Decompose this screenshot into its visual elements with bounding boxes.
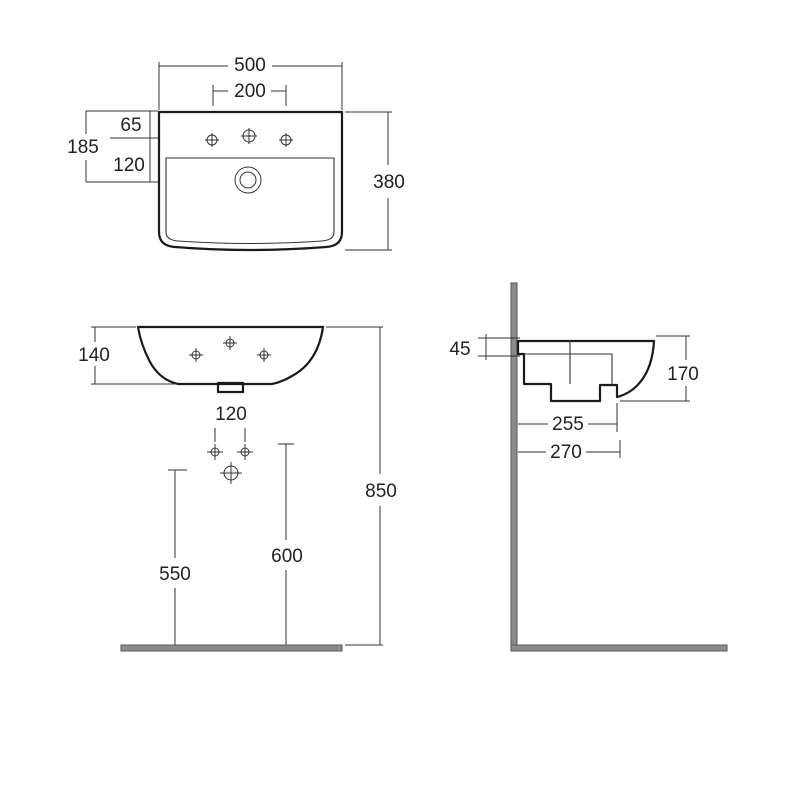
- label-bowl-height: 140: [78, 345, 110, 366]
- label-tap-spacing: 200: [234, 81, 266, 102]
- dim-bowl-depth: [620, 335, 690, 402]
- label-rim-height: 850: [365, 481, 397, 502]
- supply-point-right: [237, 444, 253, 460]
- label-bowl-depth: 170: [667, 364, 699, 385]
- waste-spigot-front: [216, 381, 245, 394]
- basin-outline-front: [136, 325, 325, 386]
- label-projection-a: 255: [552, 414, 584, 435]
- basin-inner-profile-side: [524, 340, 613, 385]
- label-projection-b: 270: [550, 442, 582, 463]
- dim-left-stack: [85, 110, 158, 183]
- floor-side: [510, 644, 728, 652]
- front-tap-hole-left: [189, 348, 203, 362]
- label-rim-thickness: 45: [449, 339, 470, 360]
- dim-projection-b: [518, 440, 621, 458]
- dim-overall-depth: [345, 111, 392, 251]
- label-waste-height-a: 550: [159, 564, 191, 585]
- floor-front: [120, 644, 343, 652]
- dim-rim-thickness: [478, 334, 520, 360]
- basin-bowl-top: [165, 157, 335, 245]
- dim-overall-width: [158, 62, 343, 110]
- waste-outlet-top: [234, 166, 262, 194]
- tap-hole-left: [205, 133, 219, 147]
- dim-bowl-height: [91, 326, 176, 385]
- dim-supply-spacing: [214, 428, 246, 442]
- label-tap-to-edge: 65: [120, 115, 141, 136]
- supply-point-left: [207, 444, 223, 460]
- basin-profile-side: [516, 339, 656, 403]
- waste-point: [220, 462, 242, 484]
- front-tap-hole-right: [257, 348, 271, 362]
- dim-waste-height-b: [278, 443, 294, 645]
- tap-hole-center: [241, 128, 257, 144]
- side-view: 45 170 255 270: [449, 282, 728, 652]
- basin-outline-top: [157, 110, 344, 252]
- tap-hole-right: [279, 133, 293, 147]
- dim-projection-a: [518, 403, 618, 432]
- front-tap-hole-center: [223, 336, 237, 350]
- dim-tap-spacing: [212, 85, 287, 106]
- label-front-to-waste: 185: [67, 137, 99, 158]
- label-waste-height-b: 600: [271, 546, 303, 567]
- top-view: 500 200 65 185 120 380: [67, 55, 405, 252]
- label-waste-to-front: 120: [113, 155, 145, 176]
- dim-rim-height: [326, 326, 383, 646]
- label-overall-depth: 380: [373, 172, 405, 193]
- label-supply-spacing: 120: [215, 404, 247, 425]
- dim-waste-height-a: [168, 469, 187, 645]
- label-overall-width: 500: [234, 55, 266, 76]
- front-view: 140 120 550 600 850: [78, 325, 397, 652]
